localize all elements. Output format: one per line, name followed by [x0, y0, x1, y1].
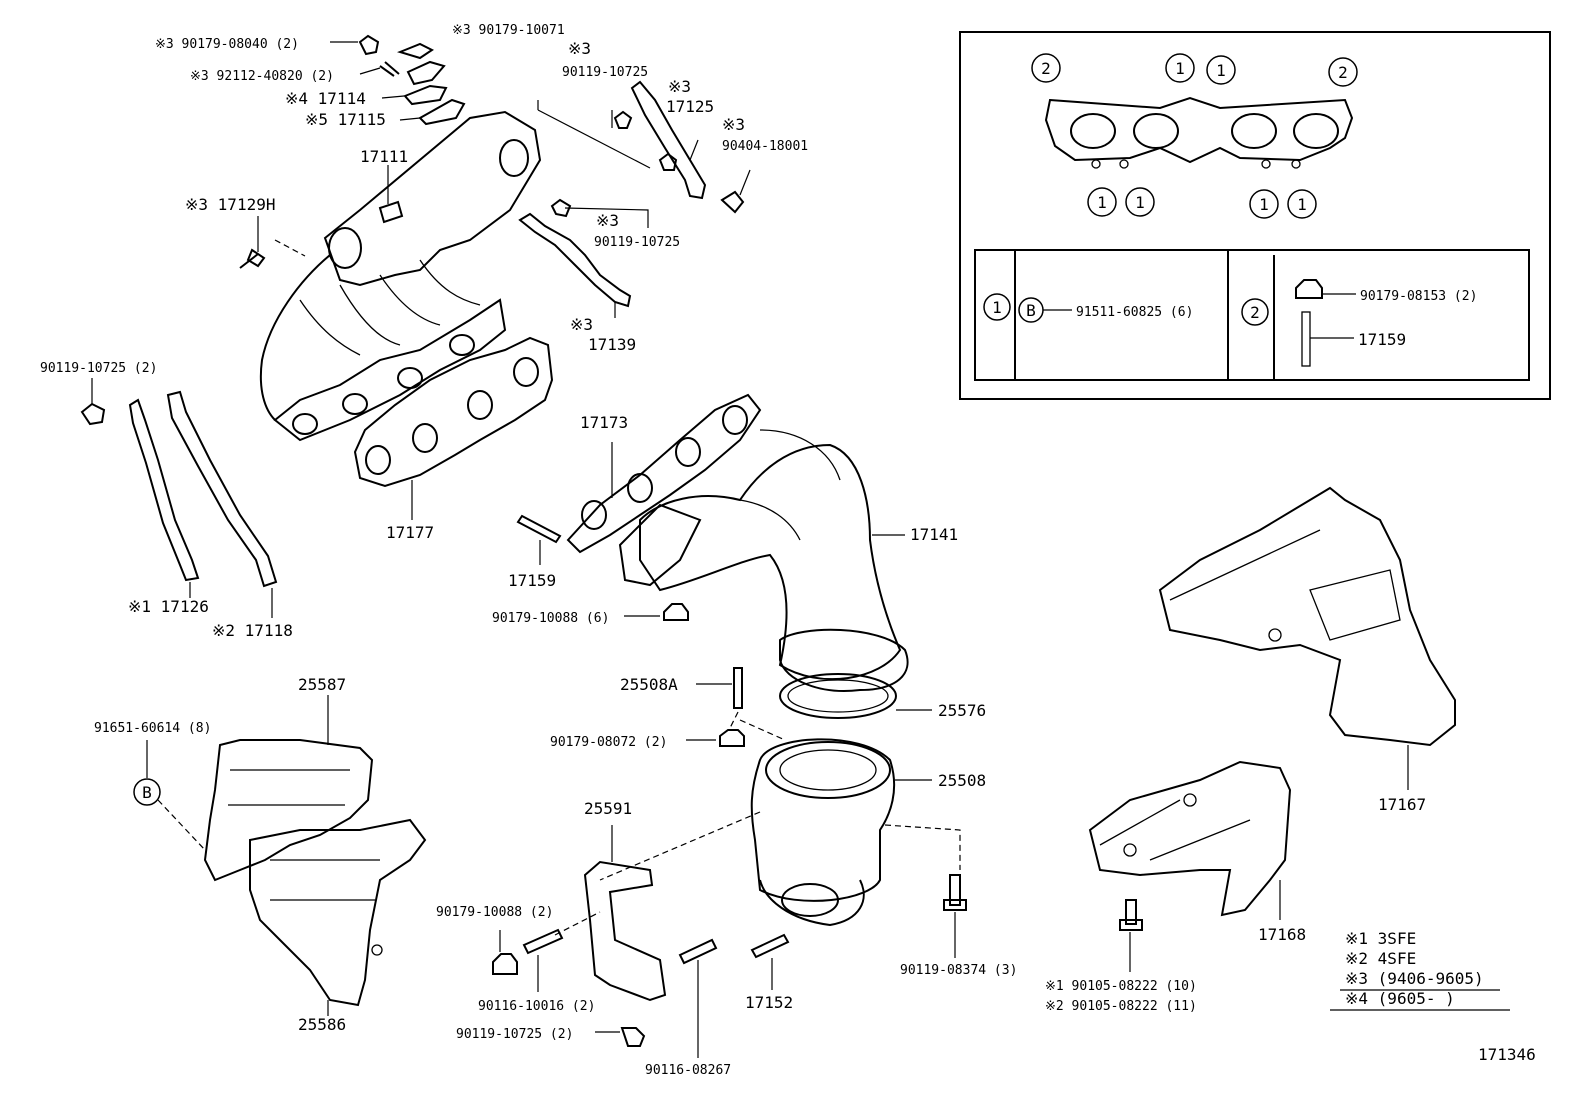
inset-part-91511-60825: 91511-60825 (6)	[1076, 305, 1193, 320]
label-17125: 17125	[666, 97, 714, 116]
gasket-detail-inset: 2 1 1 2 1 1 1 1 1 B 91511-60825 (6) 2 90…	[959, 31, 1551, 400]
svg-text:1: 1	[1297, 195, 1307, 214]
svg-text:2: 2	[1338, 63, 1348, 82]
label-25508: 25508	[938, 771, 986, 790]
label-90179-08040: ※3 90179-08040 (2)	[155, 37, 299, 52]
label-17177: 17177	[386, 523, 434, 542]
label-90105-08222-11: ※2 90105-08222 (11)	[1045, 999, 1197, 1014]
bracket-25591	[492, 825, 718, 1058]
label-90119-10725-2: 90119-10725 (2)	[40, 361, 157, 376]
label-90179-10071: ※3 90179-10071	[452, 23, 565, 38]
label-90119-10725-b: 90119-10725	[594, 235, 680, 250]
svg-text:1: 1	[1097, 193, 1107, 212]
svg-text:1: 1	[1175, 59, 1185, 78]
label-17115: ※5 17115	[305, 110, 386, 129]
catalytic-converter-assembly	[599, 628, 967, 990]
label-90116-08267: 90116-08267	[645, 1063, 731, 1078]
exhaust-manifold-assembly	[239, 34, 542, 442]
label-92112-40820: ※3 92112-40820 (2)	[190, 69, 334, 84]
label-s3-e: ※3	[570, 315, 593, 334]
label-17152: 17152	[745, 993, 793, 1012]
label-17118: ※2 17118	[212, 621, 293, 640]
label-17141: 17141	[910, 525, 958, 544]
label-25508a: 25508A	[620, 675, 678, 694]
label-90105-08222-10: ※1 90105-08222 (10)	[1045, 979, 1197, 994]
label-90404-18001: 90404-18001	[722, 139, 808, 154]
label-17159: 17159	[508, 571, 556, 590]
legend-line-2: ※2 4SFE	[1345, 949, 1416, 968]
label-17114: ※4 17114	[285, 89, 366, 108]
svg-text:1: 1	[1135, 193, 1145, 212]
diagram-number: 171346	[1478, 1045, 1536, 1064]
label-s3-c: ※3	[722, 115, 745, 134]
applicability-legend: ※1 3SFE ※2 4SFE ※3 (9406-9605) ※4 (9605-…	[1330, 929, 1510, 1011]
label-90179-10088-2: 90179-10088 (2)	[436, 905, 553, 920]
right-heat-insulators	[1088, 486, 1456, 972]
label-s3-a: ※3	[568, 39, 591, 58]
label-17126: ※1 17126	[128, 597, 209, 616]
inset-part-90179-08153: 90179-08153 (2)	[1360, 289, 1477, 304]
label-90116-10016: 90116-10016 (2)	[478, 999, 595, 1014]
label-25587: 25587	[298, 675, 346, 694]
label-91651-60614: 91651-60614 (8)	[94, 721, 211, 736]
label-17168: 17168	[1258, 925, 1306, 944]
inset-callout-circles: 2 1 1 2 1 1 1 1	[1031, 53, 1358, 219]
label-17129h: ※3 17129H	[185, 195, 275, 214]
legend-line-3: ※3 (9406-9605)	[1345, 969, 1484, 988]
svg-text:1: 1	[1216, 61, 1226, 80]
stay-brackets	[80, 390, 278, 618]
inset-part-17159: 17159	[1358, 330, 1406, 349]
label-90119-08374: 90119-08374 (3)	[900, 963, 1017, 978]
svg-text:1: 1	[992, 298, 1002, 317]
part-labels: ※3 90179-08040 (2) ※3 92112-40820 (2) ※4…	[40, 23, 1426, 1078]
exhaust-pipe-17141	[516, 393, 905, 681]
heat-insulators: B	[133, 695, 427, 1016]
label-90179-10088-6: 90179-10088 (6)	[492, 611, 609, 626]
label-17111: 17111	[360, 147, 408, 166]
label-17167: 17167	[1378, 795, 1426, 814]
label-25586: 25586	[298, 1015, 346, 1034]
inset-fastener-table	[974, 249, 1530, 381]
b-marker: B	[142, 783, 152, 802]
svg-text:1: 1	[1259, 195, 1269, 214]
label-25591: 25591	[584, 799, 632, 818]
legend-line-4: ※4 (9605- )	[1345, 989, 1455, 1008]
label-90119-10725-2b: 90119-10725 (2)	[456, 1027, 573, 1042]
svg-text:2: 2	[1041, 59, 1051, 78]
label-s3-d: ※3	[596, 211, 619, 230]
label-90179-08072: 90179-08072 (2)	[550, 735, 667, 750]
label-17139: 17139	[588, 335, 636, 354]
label-25576: 25576	[938, 701, 986, 720]
legend-line-1: ※1 3SFE	[1345, 929, 1416, 948]
gasket-17177	[353, 336, 554, 520]
label-17173: 17173	[580, 413, 628, 432]
svg-text:2: 2	[1250, 303, 1260, 322]
svg-text:B: B	[1026, 301, 1036, 320]
label-s3-b: ※3	[668, 77, 691, 96]
upper-brackets	[518, 80, 751, 318]
label-90119-10725-a: 90119-10725	[562, 65, 648, 80]
